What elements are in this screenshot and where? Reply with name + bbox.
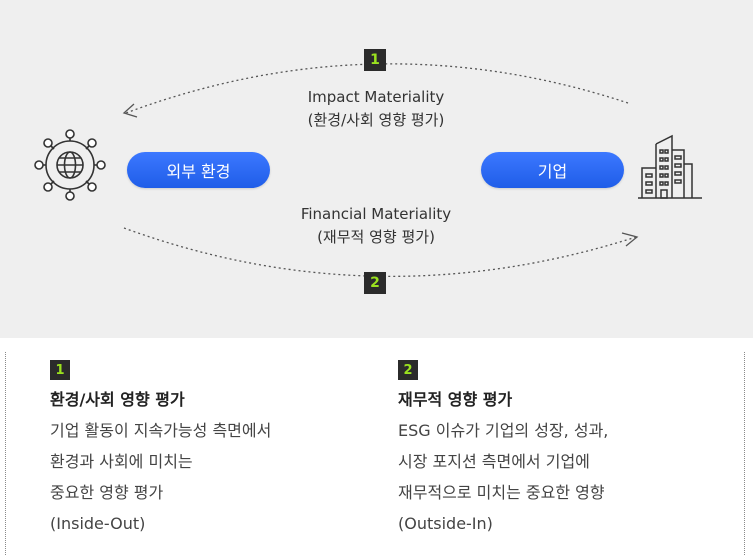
- financial-arrowhead: [621, 232, 639, 247]
- financial-card-number: 2: [398, 360, 418, 380]
- diagram-panel: 1 2 Impact Materiality (환경/사회 영향 평가) Fin…: [0, 0, 753, 338]
- impact-card-line: (Inside-Out): [50, 514, 146, 533]
- financial-card-title: 재무적 영향 평가: [398, 390, 513, 409]
- company-pill: 기업: [481, 152, 624, 188]
- impact-card-description: 기업 활동이 지속가능성 측면에서 환경과 사회에 미치는 중요한 영향 평가 …: [50, 415, 380, 539]
- impact-card-number: 1: [50, 360, 70, 380]
- external-environment-pill: 외부 환경: [127, 152, 270, 188]
- buildings-icon: [638, 134, 702, 199]
- impact-label: Impact Materiality (환경/사회 영향 평가): [276, 86, 476, 132]
- financial-card-line: 재무적으로 미치는 중요한 영향: [398, 483, 605, 502]
- financial-card-line: (Outside-In): [398, 514, 493, 533]
- financial-card-description: ESG 이슈가 기업의 성장, 성과, 시장 포지션 측면에서 기업에 재무적으…: [398, 415, 728, 539]
- financial-card-line: 시장 포지션 측면에서 기업에: [398, 452, 590, 471]
- left-dotted-divider: [5, 352, 6, 555]
- impact-label-subtitle: (환경/사회 영향 평가): [307, 111, 445, 129]
- impact-card-line: 중요한 영향 평가: [50, 483, 164, 502]
- impact-label-title: Impact Materiality: [307, 88, 445, 106]
- financial-card: 2 재무적 영향 평가 ESG 이슈가 기업의 성장, 성과, 시장 포지션 측…: [398, 360, 728, 539]
- impact-arrowhead: [122, 103, 138, 118]
- impact-card: 1 환경/사회 영향 평가 기업 활동이 지속가능성 측면에서 환경과 사회에 …: [50, 360, 380, 539]
- financial-card-line: ESG 이슈가 기업의 성장, 성과,: [398, 421, 609, 440]
- financial-label-subtitle: (재무적 영향 평가): [317, 228, 435, 246]
- impact-card-line: 기업 활동이 지속가능성 측면에서: [50, 421, 272, 440]
- impact-card-line: 환경과 사회에 미치는: [50, 452, 193, 471]
- globe-network-icon: [34, 129, 106, 201]
- step-badge-1: 1: [364, 49, 386, 71]
- financial-label-title: Financial Materiality: [300, 205, 452, 223]
- step-badge-2: 2: [364, 272, 386, 294]
- right-dotted-divider: [744, 352, 745, 555]
- impact-card-title: 환경/사회 영향 평가: [50, 390, 185, 409]
- financial-label: Financial Materiality (재무적 영향 평가): [276, 203, 476, 249]
